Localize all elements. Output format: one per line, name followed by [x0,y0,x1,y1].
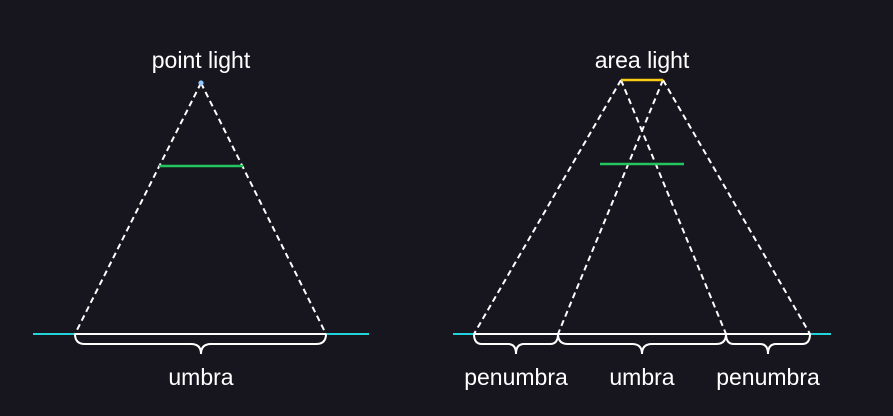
penumbra-label-right: penumbra [716,364,820,390]
ray-outer-left [473,79,622,335]
penumbra-label-left: penumbra [464,364,568,390]
ray-right-outer [200,82,327,335]
umbra-brace-left [74,333,327,355]
umbra-brace-right [557,333,727,355]
ray-inner-right [620,79,727,335]
area-light-panel: area light penumbra umbra penumbra [453,47,831,390]
penumbra-brace-left [473,333,559,355]
ray-inner-left [557,79,664,335]
umbra-label-right: umbra [609,364,674,390]
ray-left-outer [74,82,202,335]
area-light-title: area light [595,47,690,73]
point-light-title: point light [152,47,251,73]
umbra-label-left: umbra [168,364,233,390]
point-light-panel: point light umbra [33,47,369,390]
penumbra-brace-right [725,333,811,355]
ray-outer-right [662,79,811,335]
point-light-source [198,80,204,86]
